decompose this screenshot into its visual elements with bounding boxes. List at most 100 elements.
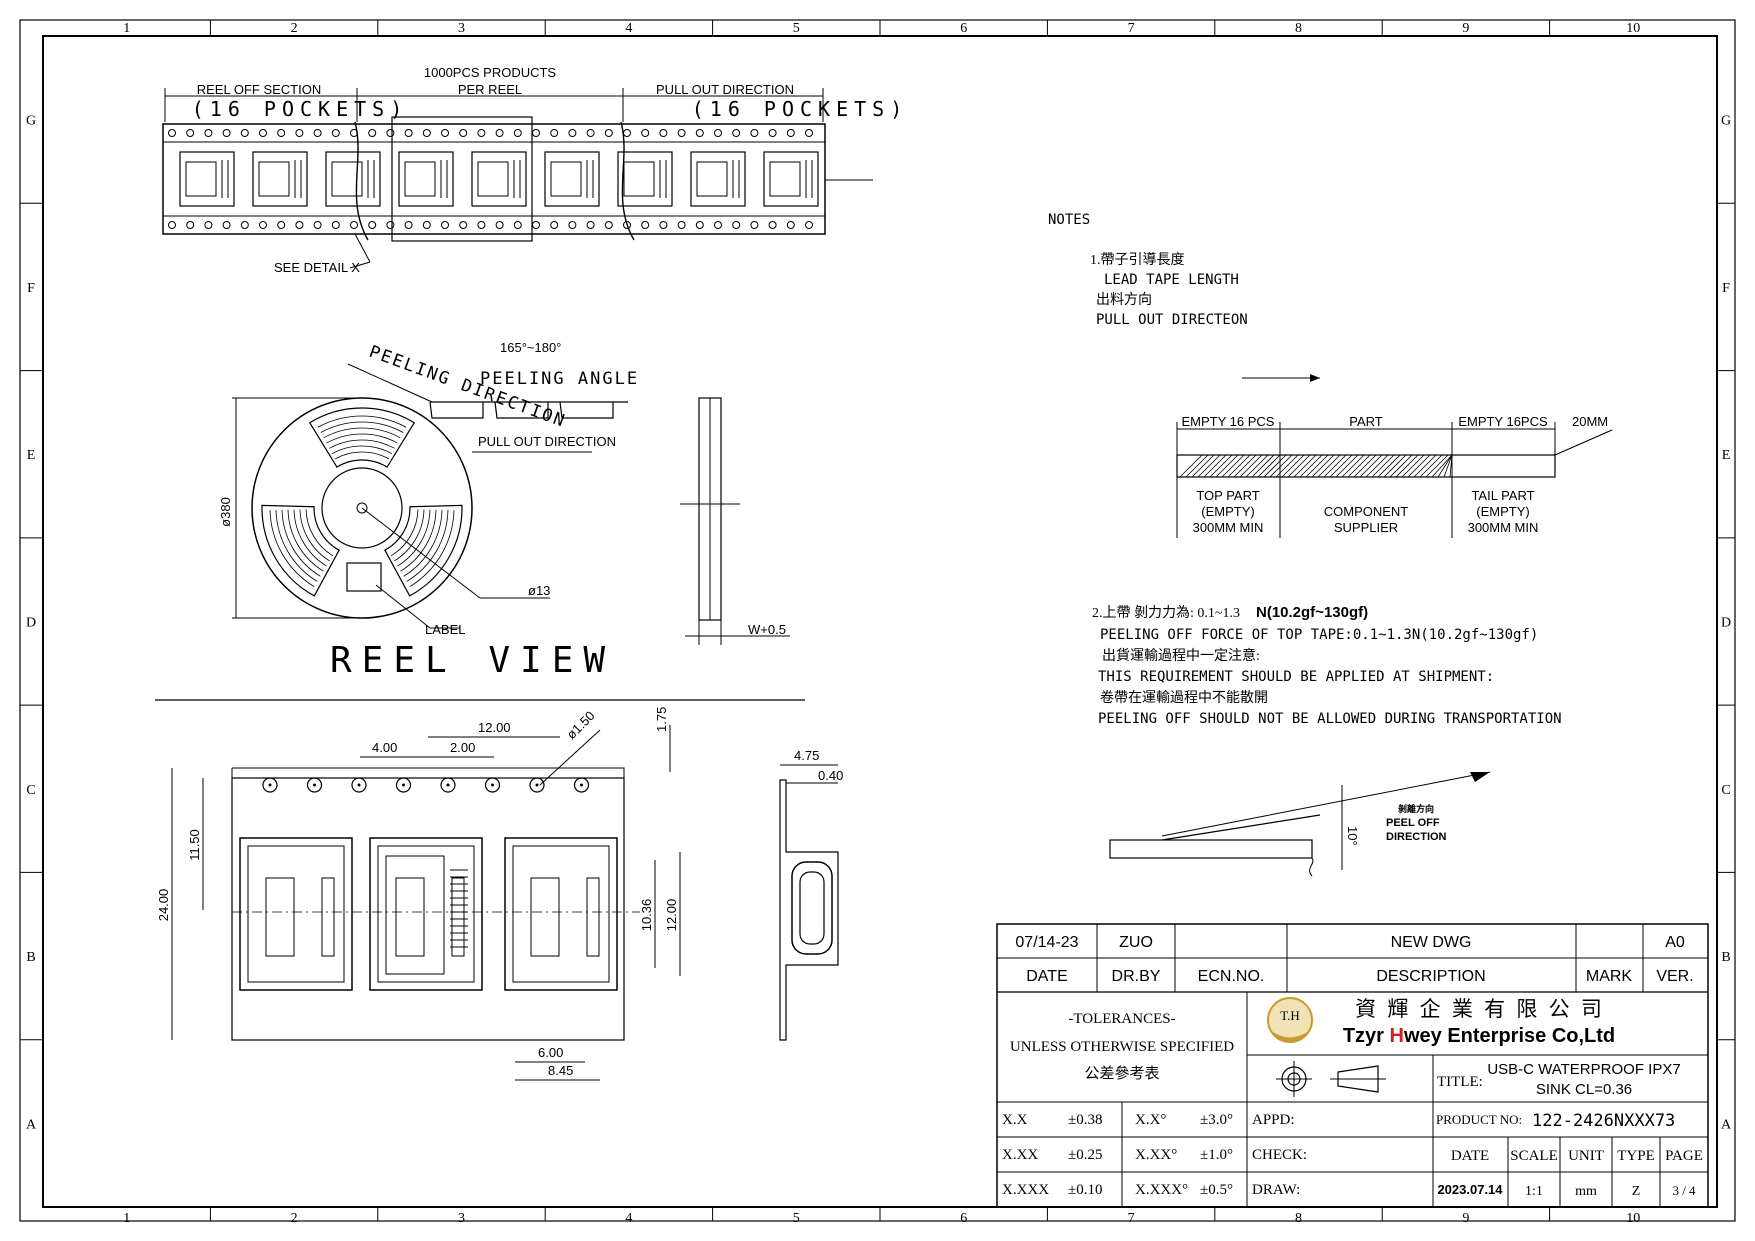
sprocket-hole: [768, 129, 777, 137]
sprocket-hole: [277, 221, 286, 229]
sprocket-hole: [568, 221, 577, 229]
tape-pocket: [398, 151, 454, 207]
title-label: TITLE:: [1437, 1074, 1483, 1090]
empty16-left: EMPTY 16 PCS: [1182, 414, 1275, 429]
sprocket-hole: [222, 221, 231, 229]
peel-en-2: DIRECTION: [1386, 831, 1447, 843]
dim-offset: 2.00: [450, 740, 475, 755]
sprocket-hole: [422, 129, 431, 137]
detail-pocket: [239, 837, 353, 991]
company-en: Tzyr Hwey Enterprise Co,Ltd: [1343, 1025, 1615, 1047]
sprocket-hole: [404, 221, 413, 229]
sprocket-hole: [586, 221, 595, 229]
detail-sprocket-holes: [262, 777, 590, 793]
reel-window: [384, 504, 463, 597]
zone-col-7: 7: [1128, 1211, 1135, 1226]
sprocket-hole: [240, 129, 249, 137]
title-line-1: USB-C WATERPROOF IPX7: [1487, 1061, 1680, 1078]
sprocket-hole: [350, 221, 358, 229]
reel-label-box: [346, 562, 382, 592]
sprocket-hole: [677, 221, 686, 229]
peel-angle-label: 10°: [1345, 826, 1360, 846]
zone-col-6: 6: [960, 1211, 967, 1226]
tape-pocket: [617, 151, 673, 207]
zone-row-B: B: [1721, 950, 1730, 965]
detail-hole: [306, 777, 323, 793]
note1-en: LEAD TAPE LENGTH: [1104, 272, 1239, 288]
type-label: TYPE: [1617, 1148, 1655, 1164]
dim-pitch: 12.00: [478, 720, 511, 735]
zone-col-6: 6: [960, 21, 967, 36]
tape-pockets: [179, 151, 819, 207]
dim-edge: 1.75: [654, 707, 669, 732]
dim-pitch-small: 4.00: [372, 740, 397, 755]
mm20-label: 20MM: [1572, 414, 1608, 429]
zone-row-G: G: [1721, 114, 1731, 129]
zone-col-8: 8: [1295, 21, 1302, 36]
reel-width-label: W+0.5: [748, 622, 786, 637]
sprocket-hole: [550, 129, 559, 137]
sprocket-hole: [732, 221, 741, 229]
tolerance-cell: ±0.10: [1068, 1182, 1102, 1198]
dim-pocket-w: 10.36: [639, 899, 654, 932]
hub-diameter-label: ø13: [528, 583, 550, 598]
component-2: SUPPLIER: [1334, 520, 1398, 535]
detail-hole: [351, 777, 367, 793]
check-label: CHECK:: [1252, 1147, 1307, 1163]
h-drby: DR.BY: [1112, 968, 1161, 985]
top-part-2: (EMPTY): [1201, 504, 1254, 519]
sprocket-hole: [532, 129, 540, 137]
tail-part-2: (EMPTY): [1476, 504, 1529, 519]
tolerance-cell: X.X: [1002, 1112, 1028, 1128]
pocket-cavity: [185, 161, 217, 197]
detail-pocket: [504, 837, 618, 991]
sprocket-hole: [386, 129, 395, 137]
empty16-right: EMPTY 16PCS: [1458, 414, 1548, 429]
products-per-reel-label-2: PER REEL: [458, 82, 522, 97]
h-desc: DESCRIPTION: [1376, 968, 1485, 985]
h-ecn: ECN.NO.: [1198, 968, 1265, 985]
zone-row-D: D: [26, 616, 36, 631]
sprocket-hole: [477, 129, 486, 137]
sprocket-hole: [459, 221, 468, 229]
zone-col-10: 10: [1626, 1211, 1640, 1226]
reel-off-section-label: REEL OFF SECTION: [197, 82, 321, 97]
tolerance-cell: ±3.0°: [1200, 1112, 1233, 1128]
sprocket-hole: [495, 129, 504, 137]
title-line-2: SINK CL=0.36: [1536, 1081, 1632, 1098]
sprocket-hole: [259, 221, 267, 229]
sprocket-hole: [695, 221, 704, 229]
company-cn: 資 輝 企 業 有 限 公 司: [1355, 997, 1605, 1021]
h-ver: VER.: [1656, 968, 1693, 985]
zone-col-9: 9: [1462, 1211, 1469, 1226]
reel-diameter-label: ø380: [218, 497, 233, 527]
sprocket-hole: [313, 221, 322, 229]
drawing-scale: 1:1: [1525, 1184, 1543, 1199]
title-block: 07/14-23 ZUO NEW DWG A0 DATE DR.BY ECN.N…: [996, 923, 1709, 1208]
zone-col-3: 3: [458, 1211, 465, 1226]
sprocket-hole: [168, 129, 176, 137]
zone-row-A: A: [26, 1117, 37, 1132]
dim-pocket-total: 12.00: [664, 899, 679, 932]
note1-cn: 1.帶子引導長度: [1090, 252, 1185, 268]
dim-depth: 4.75: [794, 748, 819, 763]
sprocket-hole: [259, 129, 267, 137]
pocket-cavity: [258, 161, 290, 197]
sprocket-hole: [805, 129, 813, 137]
tape-pocket: [544, 151, 600, 207]
sprocket-hole: [513, 129, 522, 137]
sprocket-hole: [568, 129, 577, 137]
drawing-date: 2023.07.14: [1437, 1182, 1503, 1197]
pocket-cavity: [477, 161, 509, 197]
tolerances-cn: 公差參考表: [1084, 1065, 1159, 1082]
peeling-angle-label: PEELING ANGLE: [480, 369, 639, 389]
sprocket-hole: [204, 129, 213, 137]
sprocket-hole: [586, 129, 595, 137]
sprocket-hole: [368, 129, 377, 137]
sprocket-hole: [659, 221, 668, 229]
